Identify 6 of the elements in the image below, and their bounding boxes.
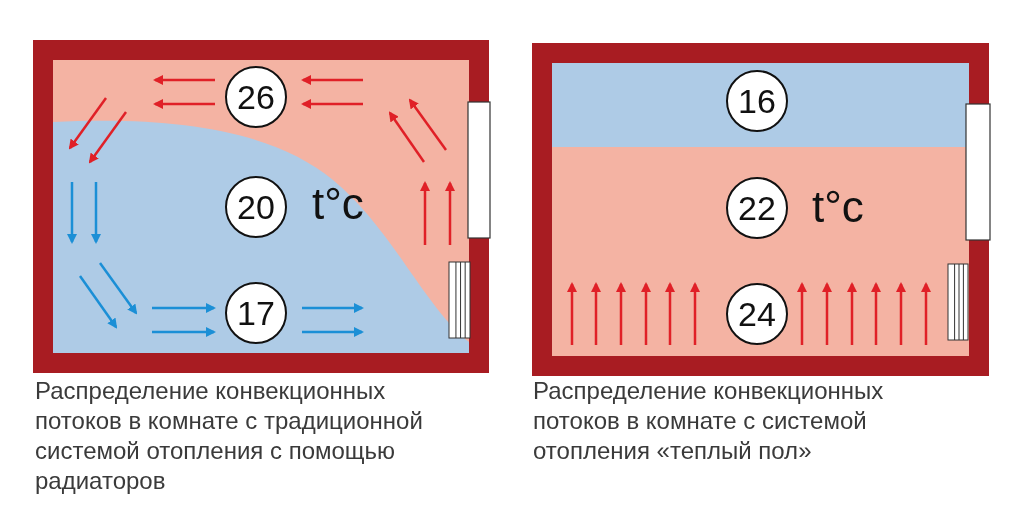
caption: Распределение конвекционных потоков в комнате с системой отопления «теплый пол» <box>533 376 885 466</box>
room-wall <box>532 43 989 376</box>
caption: Распределение конвекционных потоков в комнате с традиционной системой отопления с помощью радиаторов <box>35 376 424 496</box>
temperature-label: t°c <box>312 182 364 226</box>
temperature-label: t°c <box>812 185 864 229</box>
room-wall <box>33 40 489 373</box>
